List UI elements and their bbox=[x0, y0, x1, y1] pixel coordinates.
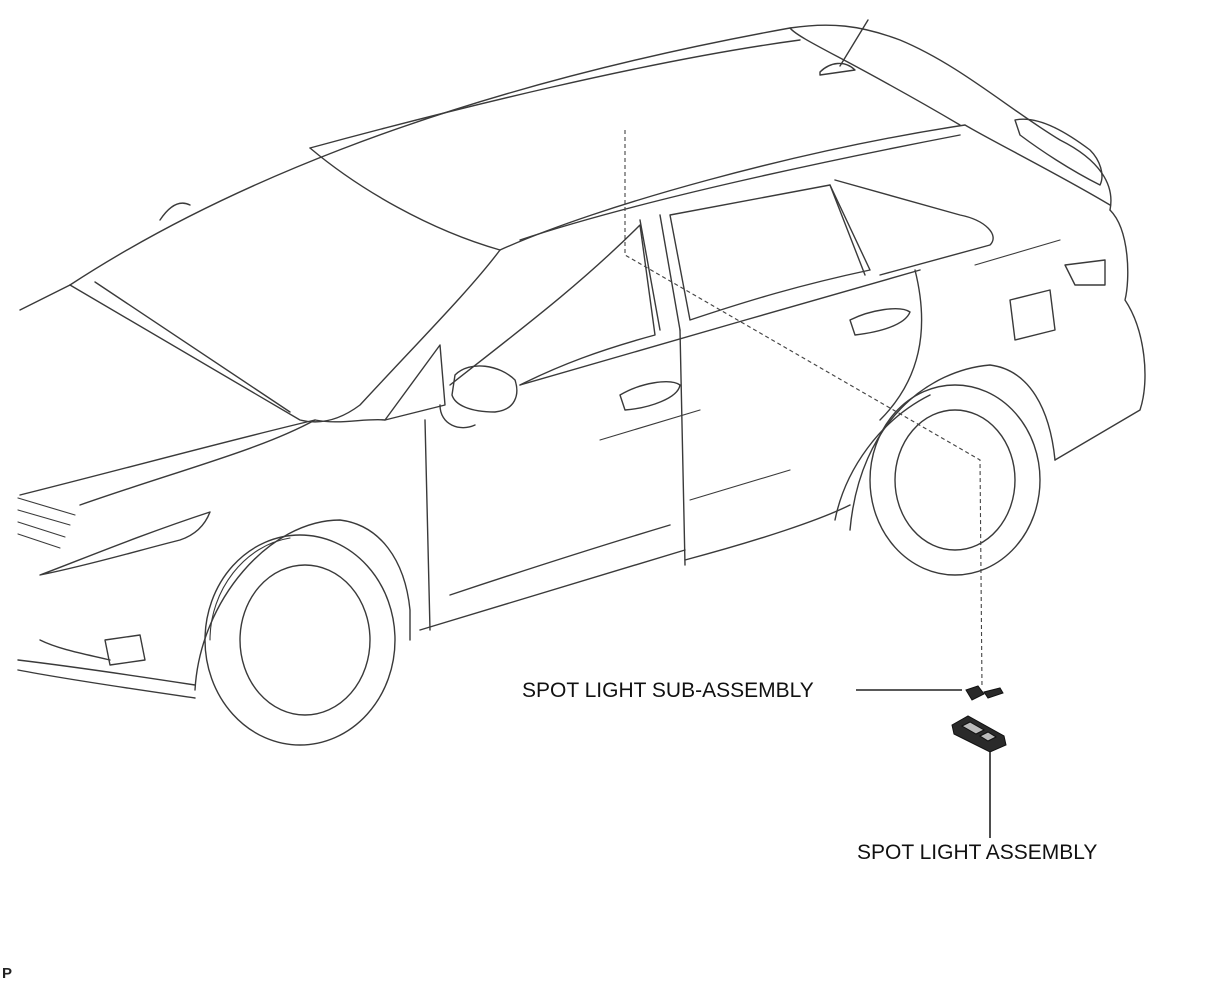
corner-code: P bbox=[2, 965, 13, 982]
callout-spot-light-assembly: SPOT LIGHT ASSEMBLY bbox=[857, 841, 1098, 864]
spot-light-assembly-part bbox=[951, 715, 1007, 753]
vehicle-body-outline bbox=[17, 19, 1146, 746]
locator-dashed-line bbox=[624, 130, 983, 689]
spot-light-sub-assembly-part bbox=[965, 685, 1004, 701]
callout-spot-light-sub-assembly: SPOT LIGHT SUB-ASSEMBLY bbox=[522, 679, 814, 702]
